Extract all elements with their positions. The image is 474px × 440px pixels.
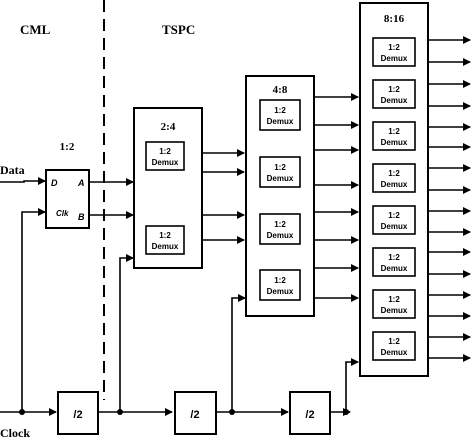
stage3-demux-3: 1:2 Demux: [259, 213, 301, 245]
stage3-outputs: [314, 93, 359, 302]
stage4-demux-8: 1:2 Demux: [372, 331, 416, 361]
demux-ratio: 1:2: [159, 147, 171, 156]
stage2-block: 2:4 1:2 Demux 1:2 Demux: [133, 107, 203, 269]
stage4-demux-1: 1:2 Demux: [372, 37, 416, 67]
stage4-block: 8:16 1:2 Demux 1:2 Demux 1:2 Demux 1:2 D…: [359, 2, 429, 377]
demux-name: Demux: [152, 158, 179, 167]
stage3-title: 4:8: [273, 84, 288, 96]
demux-name: Demux: [381, 264, 408, 273]
divider-label: /2: [190, 409, 199, 421]
demux-name: Demux: [267, 117, 294, 126]
demux-ratio: 1:2: [159, 231, 171, 240]
demux-name: Demux: [267, 174, 294, 183]
divider-label: /2: [305, 409, 314, 421]
clock-branch-stage4: [345, 358, 359, 412]
demux-name: Demux: [381, 138, 408, 147]
demux-name: Demux: [381, 54, 408, 63]
stage4-demux-7: 1:2 Demux: [372, 289, 416, 319]
stage1-title: 1:2: [60, 141, 75, 153]
divider-block-3: /2: [289, 391, 331, 435]
demux-ratio: 1:2: [274, 106, 286, 115]
clock-branch-stage2: [119, 254, 134, 412]
divider-block-1: /2: [57, 391, 99, 435]
demux-name: Demux: [152, 242, 179, 251]
stage3-demux-1: 1:2 Demux: [259, 99, 301, 131]
stage2-outputs: [202, 149, 245, 244]
clock-branch-stage3: [231, 294, 246, 412]
stage2-demux-1: 1:2 Demux: [145, 141, 185, 171]
stage1-block: D Clk A B: [45, 169, 90, 229]
demux-name: Demux: [267, 287, 294, 296]
data-wire: [0, 177, 46, 185]
demux-ratio: 1:2: [274, 163, 286, 172]
pin-a: A: [77, 178, 85, 188]
clock-branch-stage1: [21, 208, 46, 412]
demux-ratio: 1:2: [388, 85, 400, 94]
demux-name: Demux: [381, 222, 408, 231]
demux-ratio: 1:2: [274, 220, 286, 229]
divider-block-2: /2: [174, 391, 217, 435]
pin-b: B: [78, 212, 85, 222]
demux-ratio: 1:2: [388, 127, 400, 136]
demux-name: Demux: [381, 306, 408, 315]
pin-clk: Clk: [56, 209, 69, 218]
demux-ratio: 1:2: [388, 337, 400, 346]
stage3-demux-4: 1:2 Demux: [259, 269, 301, 301]
stage3-demux-2: 1:2 Demux: [259, 156, 301, 188]
stage4-demux-2: 1:2 Demux: [372, 79, 416, 109]
stage4-demux-5: 1:2 Demux: [372, 205, 416, 235]
pin-d: D: [51, 178, 58, 188]
stage4-demux-6: 1:2 Demux: [372, 247, 416, 277]
stage4-title: 8:16: [384, 13, 405, 25]
demux-ratio: 1:2: [388, 169, 400, 178]
demux-ratio: 1:2: [274, 276, 286, 285]
clock-input-label: Clock: [0, 426, 30, 440]
demux-ratio: 1:2: [388, 253, 400, 262]
stage4-demux-4: 1:2 Demux: [372, 163, 416, 193]
data-input-label: Data: [0, 163, 25, 177]
stage2-demux-2: 1:2 Demux: [145, 225, 185, 255]
demux-name: Demux: [381, 180, 408, 189]
demux-ratio: 1:2: [388, 295, 400, 304]
demux-ratio: 1:2: [388, 43, 400, 52]
cml-label: CML: [20, 22, 51, 37]
stage3-block: 4:8 1:2 Demux 1:2 Demux 1:2 Demux 1:2 De…: [245, 75, 315, 317]
demux-name: Demux: [381, 96, 408, 105]
stage4-demux-3: 1:2 Demux: [372, 121, 416, 151]
stage4-outputs: [428, 36, 471, 362]
demux-name: Demux: [381, 348, 408, 357]
stage2-title: 2:4: [161, 121, 176, 133]
demux-name: Demux: [267, 231, 294, 240]
divider-label: /2: [73, 409, 82, 421]
demux-ratio: 1:2: [388, 211, 400, 220]
tspc-label: TSPC: [162, 22, 195, 37]
